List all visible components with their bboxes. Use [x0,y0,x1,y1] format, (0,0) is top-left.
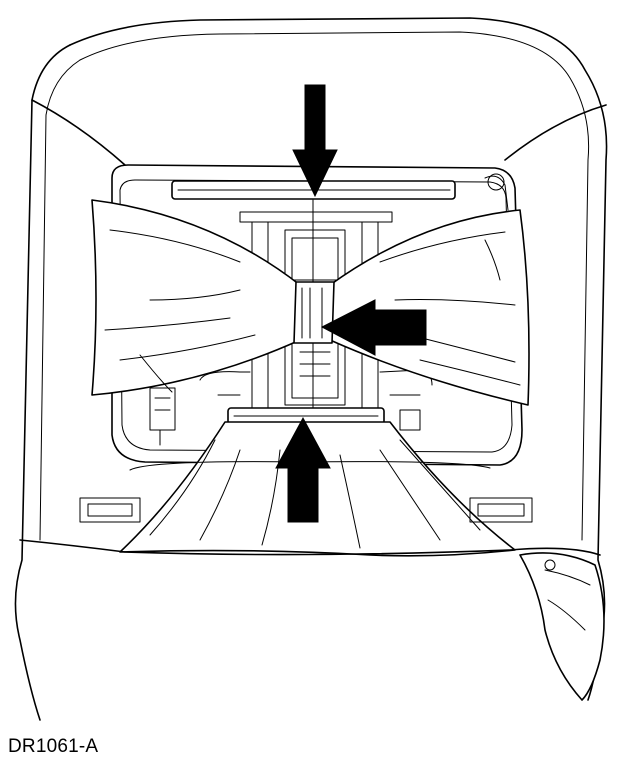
center-retainer-clip [293,281,335,344]
arrow-down-icon [292,84,338,198]
arrow-up-icon [275,416,331,523]
seat-frame-opening [111,164,523,466]
figure-code-label: DR1061-A [8,736,99,757]
seat-cushion-base [19,461,605,701]
arrow-left-icon [320,299,427,356]
